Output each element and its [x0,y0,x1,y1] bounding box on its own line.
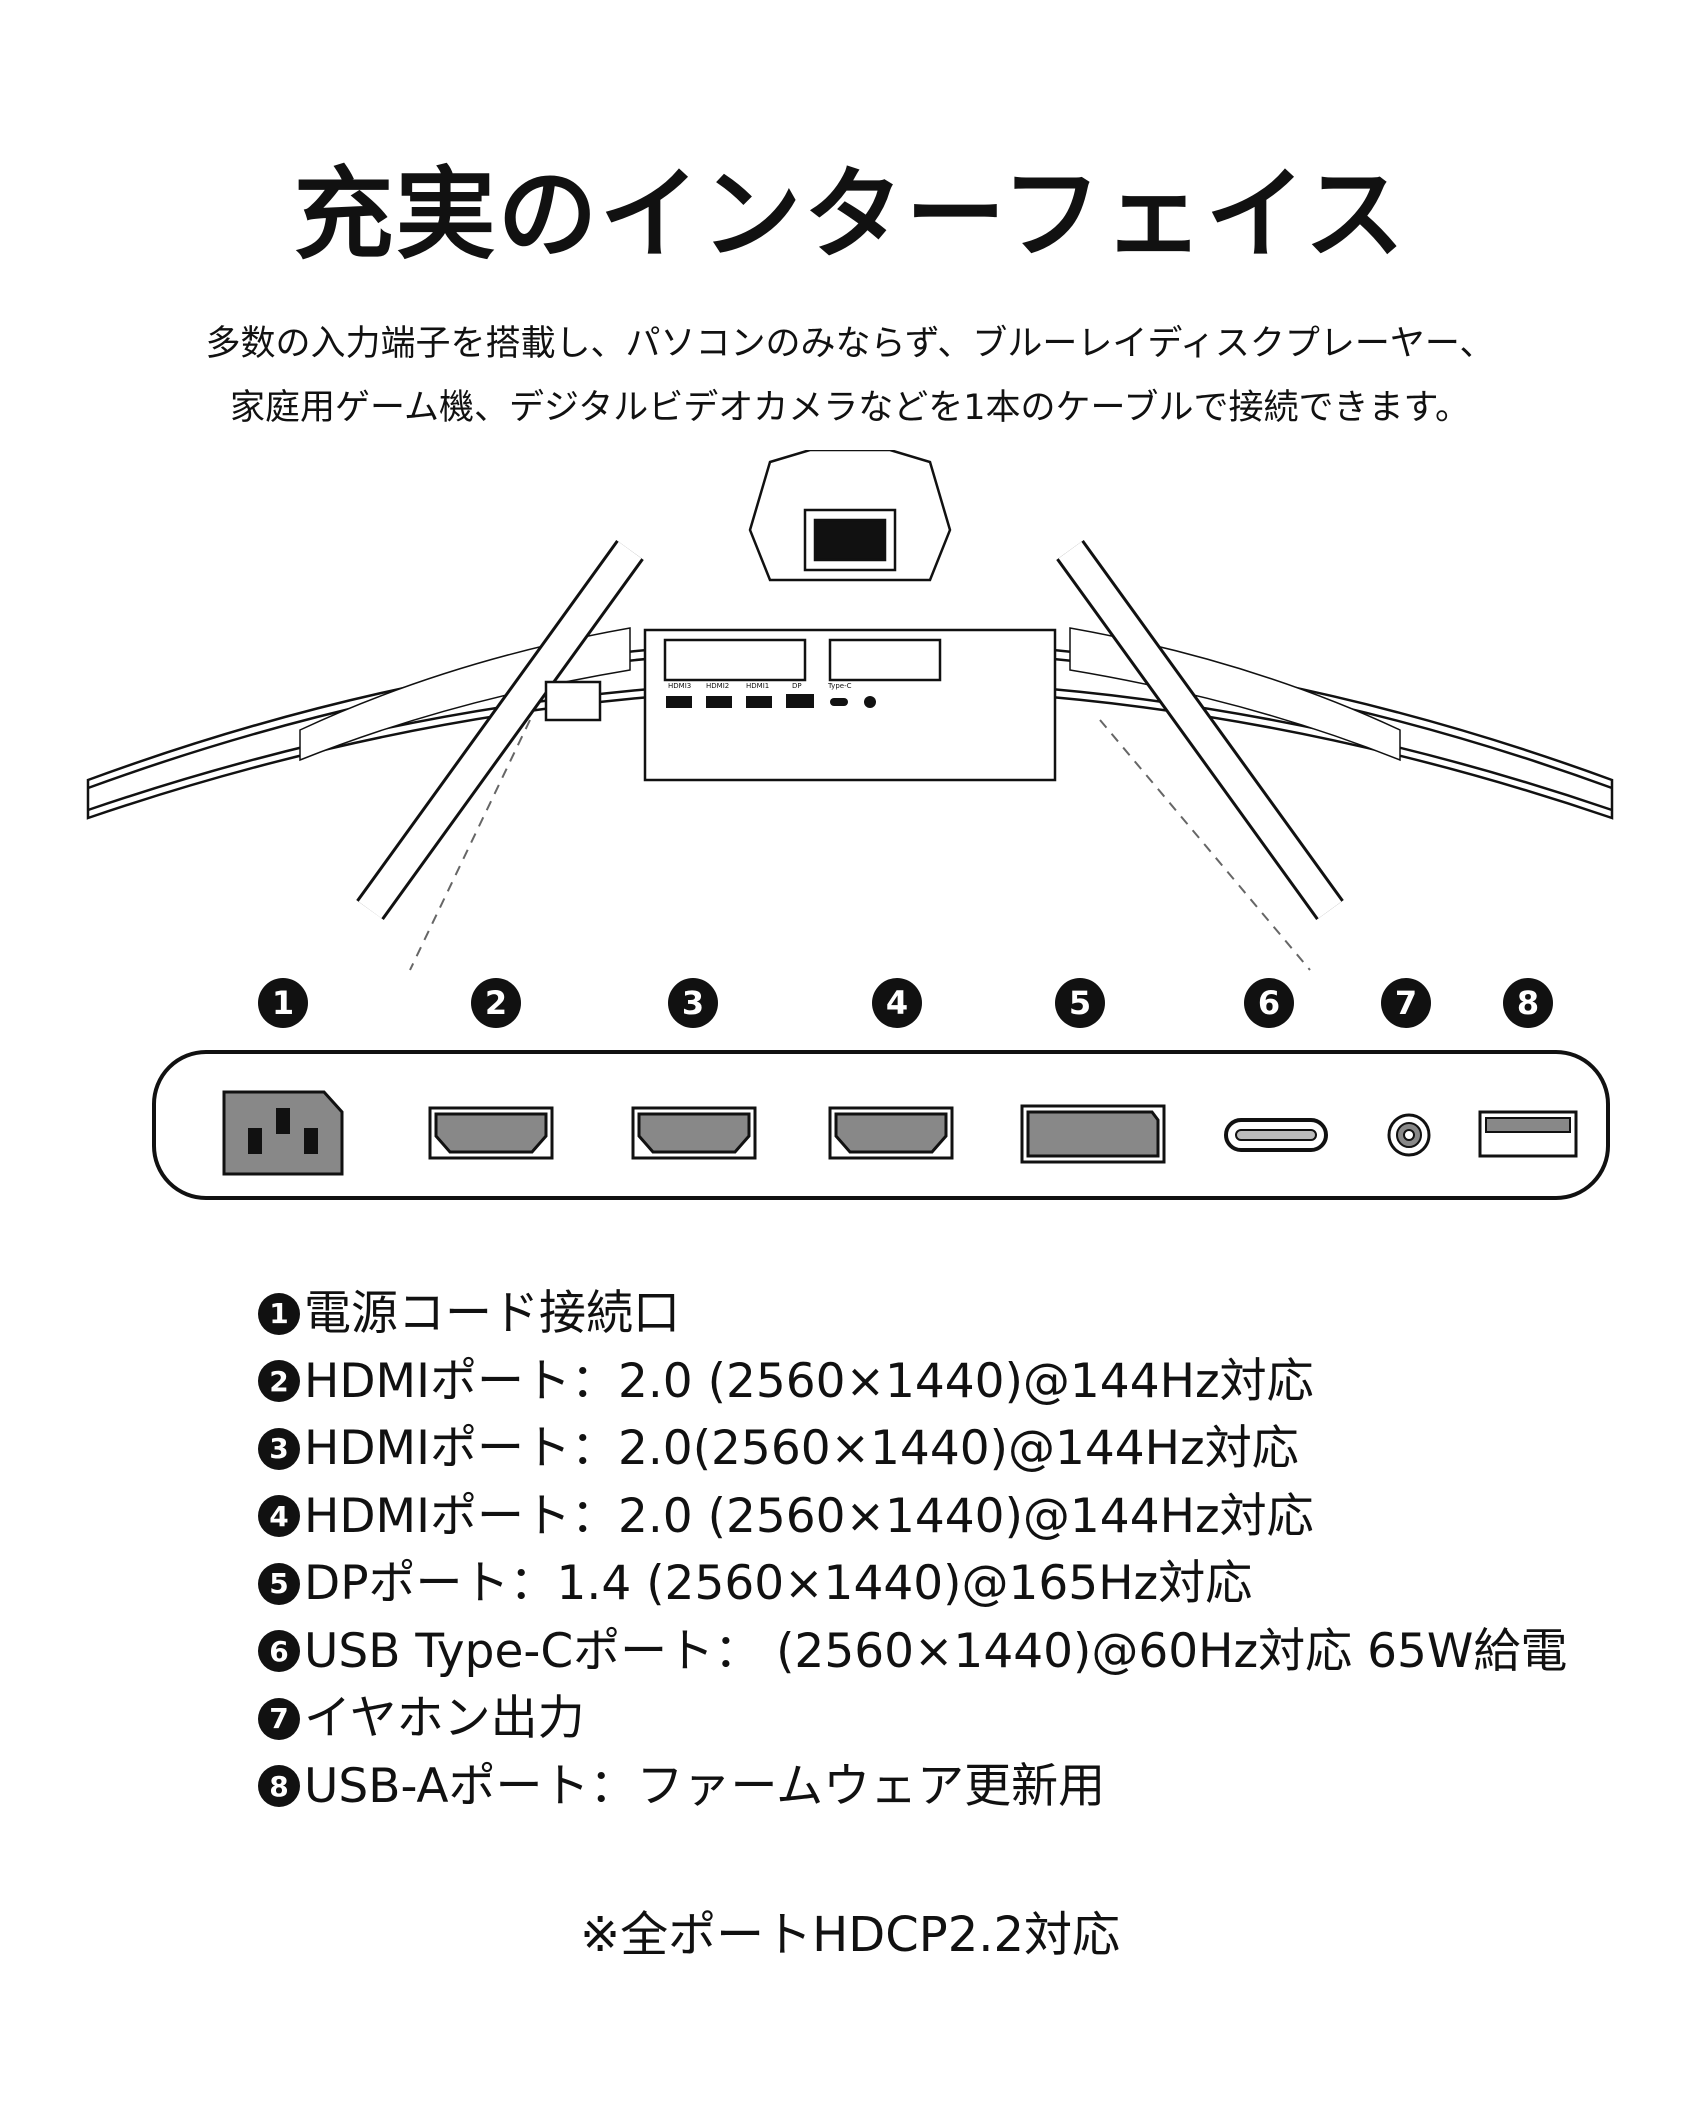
port-spec-list: 1 電源コード接続口 2 HDMIポート：2.0 (2560×1440)@144… [258,1280,1678,1820]
spec-number: 3 [258,1427,300,1470]
callout-8: 8 [1503,978,1553,1028]
intro-text: 多数の入力端子を搭載し、パソコンのみならず、ブルーレイディスクプレーヤー、 家庭… [0,312,1700,440]
spec-item: 2 HDMIポート：2.0 (2560×1440)@144Hz対応 [258,1348,1678,1416]
callout-3: 3 [668,978,718,1028]
rear-label-hdmi1: HDMI1 [746,682,769,690]
displayport-icon [1020,1104,1166,1164]
spec-number: 6 [258,1630,300,1673]
spec-item: 8 USB-Aポート：ファームウェア更新用 [258,1753,1678,1821]
spec-text: HDMIポート：2.0(2560×1440)@144Hz対応 [304,1421,1299,1476]
spec-text: HDMIポート：2.0 (2560×1440)@144Hz対応 [304,1353,1314,1409]
intro-line-1: 多数の入力端子を搭載し、パソコンのみならず、ブルーレイディスクプレーヤー、 [205,324,1495,364]
spec-item: 7 イヤホン出力 [258,1685,1678,1753]
spec-text: イヤホン出力 [304,1691,585,1746]
usb-c-port-icon [1224,1118,1328,1152]
spec-item: 6 USB Type-Cポート： (2560×1440)@60Hz対応 65W給… [258,1618,1678,1686]
spec-number: 7 [258,1697,300,1740]
usb-a-port-icon [1478,1110,1578,1158]
spec-text: USB-Aポート：ファームウェア更新用 [304,1758,1106,1814]
spec-item: 4 HDMIポート：2.0 (2560×1440)@144Hz対応 [258,1483,1678,1551]
spec-item: 1 電源コード接続口 [258,1280,1678,1348]
hdmi-port-icon-1 [428,1106,554,1160]
hdcp-note: ※全ポートHDCP2.2対応 [579,1907,1121,1963]
monitor-rear-illustration: HDMI3 HDMI2 HDMI1 DP Type-C [86,450,1614,971]
spec-item: 3 HDMIポート：2.0(2560×1440)@144Hz対応 [258,1415,1678,1483]
callout-7: 7 [1381,978,1431,1028]
spec-number: 1 [258,1292,300,1335]
callout-2: 2 [471,978,521,1028]
callout-6: 6 [1244,978,1294,1028]
spec-text: 電源コード接続口 [304,1286,680,1341]
spec-text: HDMIポート：2.0 (2560×1440)@144Hz対応 [304,1488,1314,1544]
callout-4: 4 [872,978,922,1028]
rear-port-row [666,694,876,708]
rear-label-typec: Type-C [827,682,852,690]
hdmi-port-icon-2 [631,1106,757,1160]
headphone-jack-icon [1387,1113,1431,1157]
rear-label-hdmi2: HDMI2 [706,682,729,690]
callout-1: 1 [258,978,308,1028]
rear-label-hdmi3: HDMI3 [668,682,691,690]
spec-number: 2 [258,1360,300,1403]
spec-number: 8 [258,1765,300,1808]
hdmi-port-icon-3 [828,1106,954,1160]
spec-number: 4 [258,1495,300,1538]
callout-5: 5 [1055,978,1105,1028]
port-panel [152,1050,1610,1200]
power-connector-icon [222,1090,344,1176]
page-title: 充実のインターフェイス [293,156,1407,273]
spec-text: USB Type-Cポート： (2560×1440)@60Hz対応 65W給電 [304,1623,1568,1679]
rear-label-dp: DP [792,682,802,690]
spec-text: DPポート：1.4 (2560×1440)@165Hz対応 [304,1556,1253,1611]
intro-line-2: 家庭用ゲーム機、デジタルビデオカメラなどを1本のケーブルで接続できます。 [230,388,1470,428]
spec-item: 5 DPポート：1.4 (2560×1440)@165Hz対応 [258,1550,1678,1618]
spec-number: 5 [258,1562,300,1605]
callout-row: 1 2 3 4 5 6 7 8 [0,978,1700,1038]
